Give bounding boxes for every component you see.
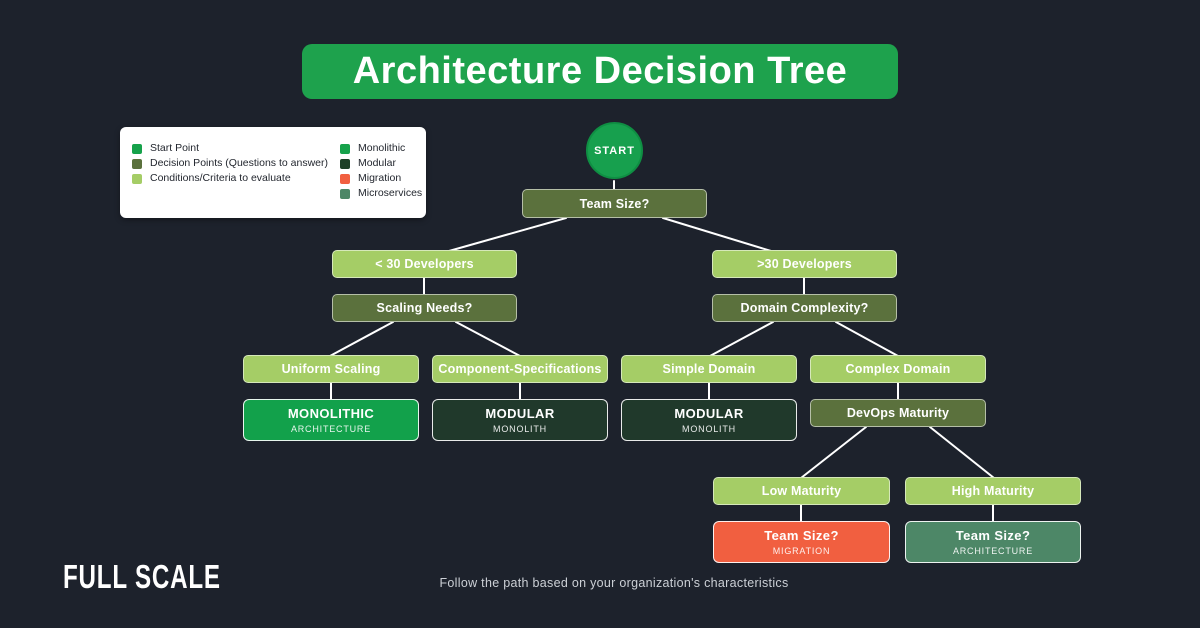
result-subtitle: MONOLITH [682, 424, 736, 434]
legend-label: Microservices [358, 187, 423, 199]
legend-label: Modular [358, 157, 396, 169]
node-modular-monolith-left: MODULAR MONOLITH [432, 399, 608, 441]
result-subtitle: MONOLITH [493, 424, 547, 434]
node-lt30-developers: < 30 Developers [332, 250, 517, 278]
legend-item-conditions: Conditions/Criteria to evaluate [132, 171, 328, 186]
legend-label: Decision Points (Questions to answer) [150, 157, 328, 169]
legend-column-right: Monolithic Modular Migration Microservic… [340, 141, 422, 201]
condition-swatch [132, 173, 142, 184]
node-domain-complexity-question: Domain Complexity? [712, 294, 897, 322]
legend-panel: Start Point Decision Points (Questions t… [120, 127, 426, 218]
modular-swatch [340, 158, 350, 169]
node-devops-maturity-question: DevOps Maturity [810, 399, 986, 427]
result-title: MODULAR [485, 406, 555, 421]
node-component-specifications: Component-Specifications [432, 355, 608, 383]
result-title: MONOLITHIC [287, 406, 375, 421]
microservices-swatch [340, 188, 350, 199]
legend-label: Migration [358, 172, 402, 184]
start-point-swatch [132, 143, 142, 154]
legend-item-microservices: Microservices [340, 186, 422, 201]
legend-item-monolithic: Monolithic [340, 141, 422, 156]
result-subtitle: ARCHITECTURE [952, 546, 1034, 556]
legend-label: Start Point [150, 142, 200, 154]
result-title: Team Size? [764, 528, 839, 543]
start-node: START [586, 122, 643, 179]
result-subtitle: MIGRATION [772, 546, 831, 556]
node-complex-domain: Complex Domain [810, 355, 986, 383]
node-low-maturity: Low Maturity [713, 477, 890, 505]
node-simple-domain: Simple Domain [621, 355, 797, 383]
node-migration-result: Team Size? MIGRATION [713, 521, 890, 563]
node-uniform-scaling: Uniform Scaling [243, 355, 419, 383]
node-scaling-needs-question: Scaling Needs? [332, 294, 517, 322]
footer-caption: Follow the path based on your organizati… [439, 576, 789, 590]
result-title: Team Size? [955, 528, 1031, 543]
legend-column-left: Start Point Decision Points (Questions t… [132, 141, 328, 186]
node-modular-monolith-right: MODULAR MONOLITH [621, 399, 797, 441]
node-high-maturity: High Maturity [905, 477, 1081, 505]
legend-item-decision-points: Decision Points (Questions to answer) [132, 156, 328, 171]
monolithic-swatch [340, 143, 350, 154]
legend-item-migration: Migration [340, 171, 422, 186]
migration-swatch [340, 173, 350, 184]
page-title: Architecture Decision Tree [302, 44, 898, 99]
node-monolithic-architecture: MONOLITHIC ARCHITECTURE [243, 399, 419, 441]
legend-label: Conditions/Criteria to evaluate [150, 172, 291, 184]
node-team-size-question: Team Size? [522, 189, 707, 218]
legend-label: Monolithic [358, 142, 406, 154]
legend-item-modular: Modular [340, 156, 422, 171]
result-subtitle: ARCHITECTURE [290, 424, 372, 434]
decision-point-swatch [132, 158, 142, 169]
full-scale-logo: FULL SCALE [63, 558, 221, 596]
node-microservices-result: Team Size? ARCHITECTURE [905, 521, 1081, 563]
legend-item-start-point: Start Point [132, 141, 328, 156]
result-title: MODULAR [674, 406, 744, 421]
node-gt30-developers: >30 Developers [712, 250, 897, 278]
